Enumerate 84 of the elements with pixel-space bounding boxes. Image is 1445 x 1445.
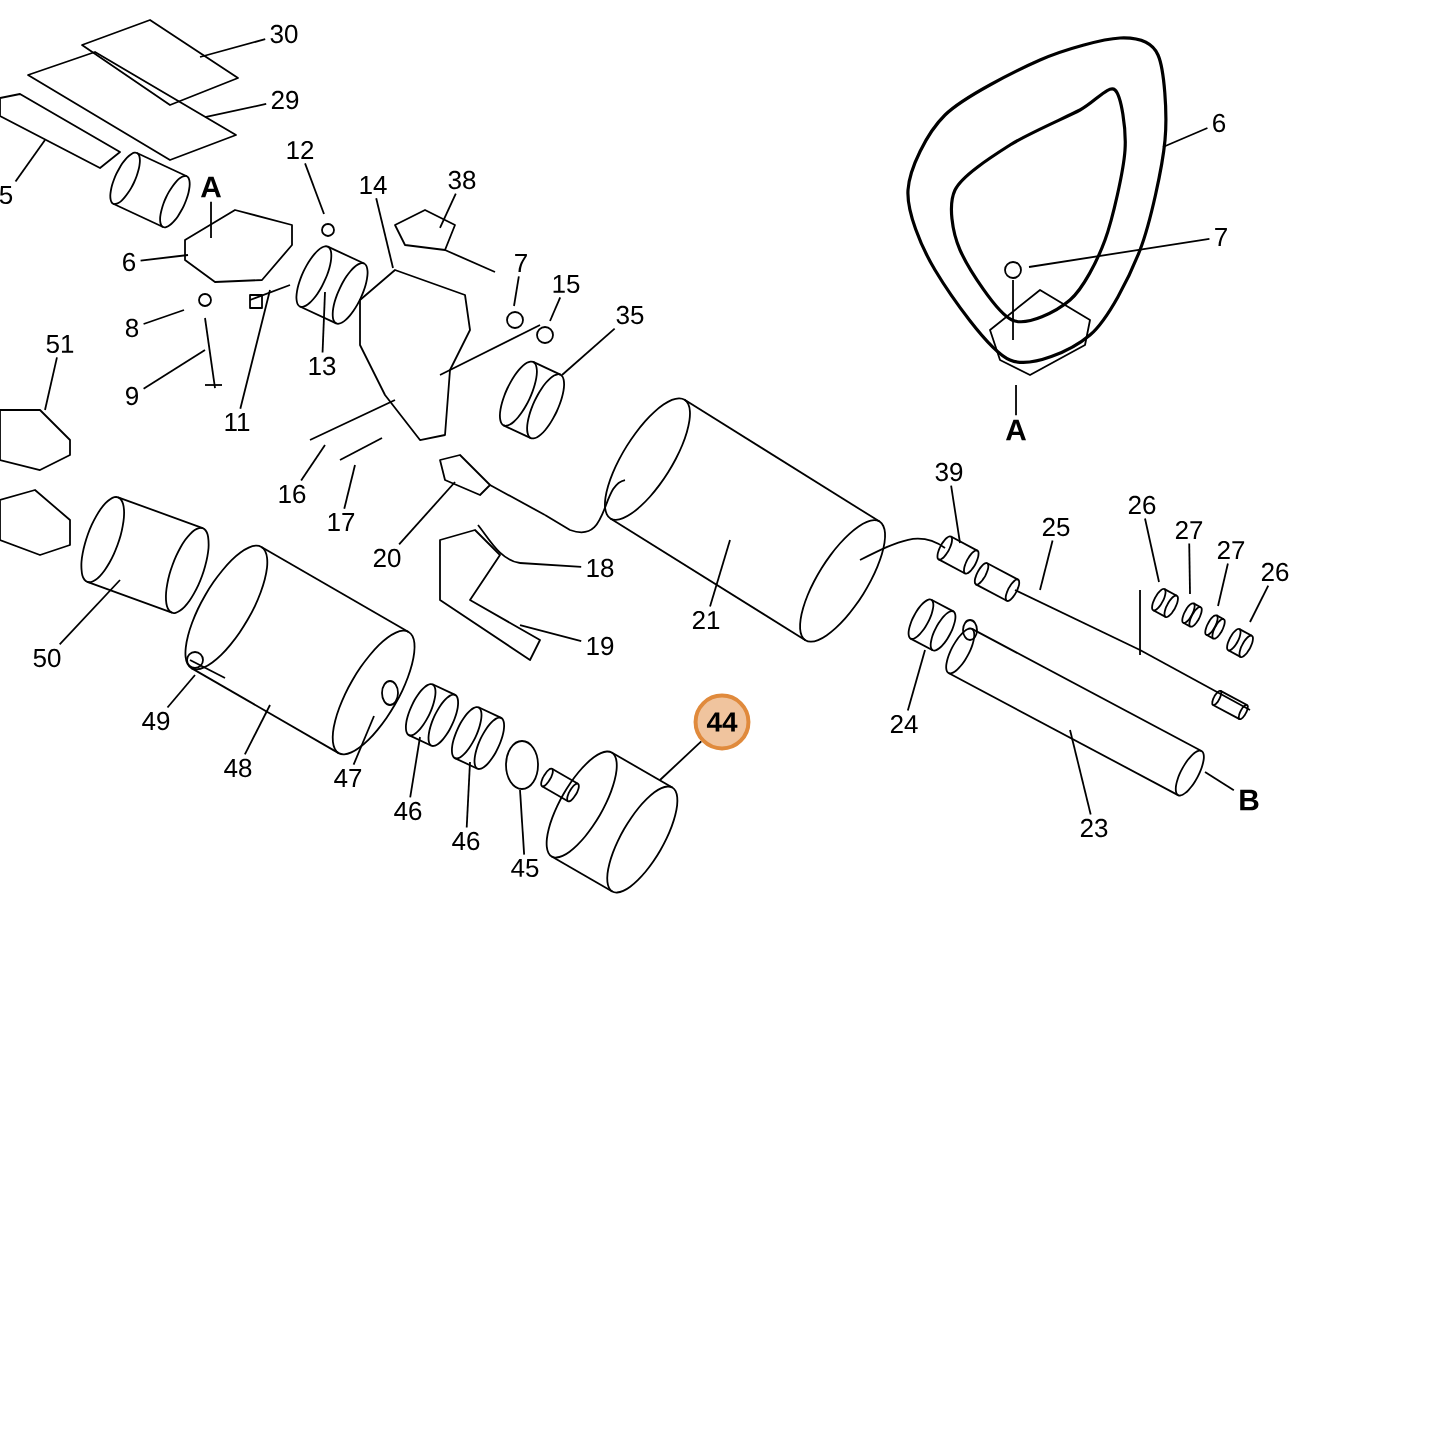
callout-number: 8	[125, 318, 139, 338]
leader-line	[352, 715, 375, 766]
leader-line	[1028, 237, 1211, 268]
highlighted-callout-number: 44	[693, 693, 751, 751]
callout-number: 5	[0, 185, 13, 205]
callout-number: 17	[328, 513, 355, 531]
callout-number: 25	[1042, 517, 1070, 537]
callout-number: 48	[224, 758, 252, 778]
leader-line	[513, 275, 520, 307]
callout-number: 26	[1261, 562, 1289, 582]
callout-number: 21	[692, 610, 720, 630]
callout-number: 14	[360, 176, 387, 194]
leader-line	[244, 704, 271, 756]
callout-number: 35	[616, 305, 644, 325]
callout-number: 27	[1175, 520, 1203, 540]
leader-line	[519, 789, 526, 856]
leader-line	[44, 356, 58, 411]
callout-number: 46	[394, 801, 422, 821]
leader-line	[166, 674, 196, 709]
callout-number: 23	[1080, 818, 1108, 838]
leader-line	[300, 444, 326, 482]
callout-number: 46	[452, 831, 480, 851]
leader-line	[304, 162, 325, 215]
callout-number: 51	[46, 334, 74, 354]
leader-line	[1249, 584, 1270, 623]
leader-line	[549, 296, 562, 322]
leader-line	[1069, 729, 1092, 816]
reference-letter: A	[200, 176, 221, 198]
leader-line	[210, 200, 212, 239]
leader-line	[58, 579, 121, 646]
callout-number: 47	[334, 769, 362, 787]
callout-number: 15	[553, 274, 580, 294]
leader-line	[1188, 542, 1191, 595]
callout-number: 39	[935, 462, 963, 482]
leader-line	[950, 484, 961, 544]
leader-line	[409, 736, 421, 799]
callout-number: 6	[1213, 113, 1226, 133]
leader-line	[519, 562, 583, 568]
leader-line	[659, 740, 703, 781]
leader-line	[398, 481, 456, 546]
leader-line	[709, 539, 731, 608]
callout-number: 7	[515, 254, 527, 272]
leader-line	[1039, 539, 1054, 591]
reference-letter: A	[1005, 419, 1026, 441]
leader-line	[561, 327, 616, 376]
callout-number: 19	[587, 636, 614, 656]
callout-number: 29	[271, 90, 299, 110]
callout-number: 12	[287, 140, 314, 160]
callout-number: 11	[225, 413, 250, 431]
leader-line	[1204, 771, 1235, 792]
reference-letter: B	[1240, 789, 1259, 811]
callout-number: 13	[309, 356, 336, 376]
callout-number: 49	[142, 711, 170, 731]
leader-line	[343, 464, 356, 510]
callout-number: 24	[890, 714, 918, 734]
leader-line	[321, 291, 326, 354]
leader-line	[204, 103, 268, 118]
leader-line	[439, 192, 457, 229]
leader-line	[1217, 562, 1229, 607]
leader-line	[465, 761, 471, 829]
leader-line	[375, 197, 394, 269]
leader-line	[199, 38, 267, 58]
leader-line	[14, 139, 46, 183]
callout-number: 9	[126, 386, 138, 406]
leader-line	[906, 649, 926, 712]
callout-number: 38	[448, 170, 476, 190]
callout-number: 27	[1217, 540, 1245, 560]
callout-number: 26	[1128, 495, 1156, 515]
leader-line	[139, 254, 189, 262]
leader-line	[1144, 517, 1160, 583]
callout-number: 16	[279, 484, 306, 504]
leader-line	[1162, 127, 1209, 148]
callout-number: 18	[587, 558, 614, 578]
leader-line	[519, 624, 583, 642]
leader-line	[142, 309, 185, 325]
leader-line	[1015, 384, 1017, 417]
callout-number: 6	[123, 252, 136, 272]
callout-number: 30	[270, 24, 298, 44]
callout-number: 50	[33, 648, 61, 668]
callout-number: 7	[1215, 228, 1227, 246]
callout-number: 20	[373, 548, 401, 568]
leader-line	[239, 289, 271, 410]
callout-number: 45	[511, 859, 539, 878]
leader-line	[142, 349, 206, 390]
